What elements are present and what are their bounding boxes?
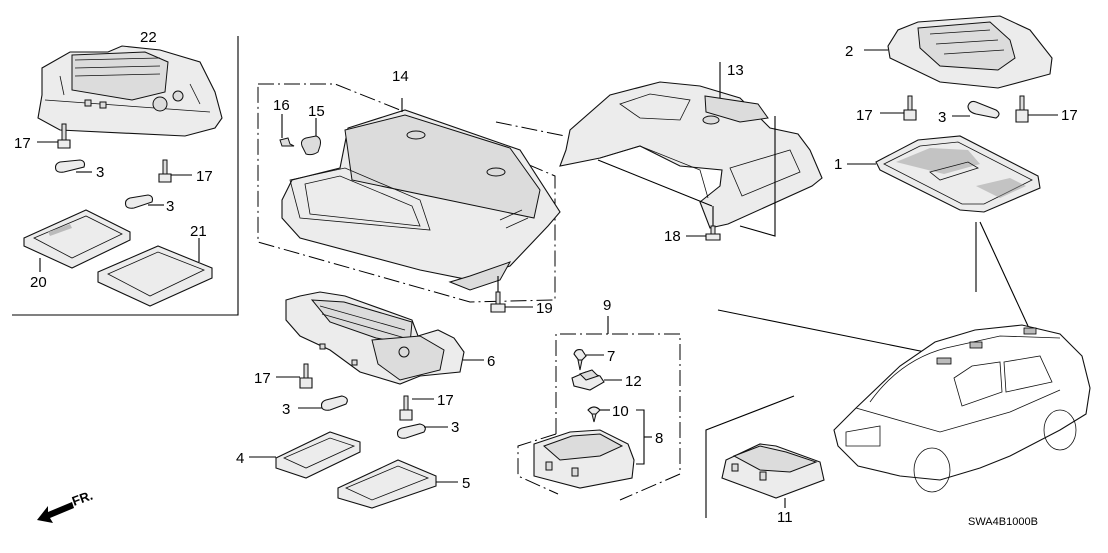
- callout-3[interactable]: 3: [282, 401, 290, 418]
- callout-3[interactable]: 3: [451, 419, 459, 436]
- callout-16[interactable]: 16: [273, 97, 290, 114]
- part-14-map-light: [281, 98, 561, 291]
- vehicle-illustration: [717, 309, 1091, 493]
- screw-16: [279, 114, 295, 147]
- clip-10: [587, 406, 610, 423]
- part-2-room-light-base: [864, 15, 1053, 89]
- grommet-15: [301, 118, 321, 156]
- callout-17[interactable]: 17: [254, 370, 271, 387]
- part-22-roof-light: [37, 45, 223, 137]
- callout-3[interactable]: 3: [166, 198, 174, 215]
- part-11-console-light: [721, 443, 825, 508]
- callout-5[interactable]: 5: [462, 475, 470, 492]
- part-1-room-light-lens: [847, 135, 1041, 327]
- bulb-3c: [952, 100, 1000, 119]
- callout-20[interactable]: 20: [30, 274, 47, 291]
- lens-20: [23, 209, 131, 272]
- bolt-19: [490, 276, 533, 313]
- bulb-3d: [396, 423, 448, 439]
- screw-7: [573, 348, 604, 371]
- bolt-17e: [276, 363, 313, 389]
- front-direction-label: FR.: [70, 488, 95, 509]
- part-9-frame: [517, 316, 681, 501]
- callout-4[interactable]: 4: [236, 450, 244, 467]
- callout-13[interactable]: 13: [727, 62, 744, 79]
- lens-21: [97, 238, 213, 307]
- callout-17[interactable]: 17: [196, 168, 213, 185]
- callout-7[interactable]: 7: [607, 348, 615, 365]
- part-14-frame: [257, 83, 566, 303]
- bulb-3e: [298, 395, 348, 411]
- callout-12[interactable]: 12: [625, 373, 642, 390]
- callout-6[interactable]: 6: [487, 353, 495, 370]
- callout-19[interactable]: 19: [536, 300, 553, 317]
- callout-17[interactable]: 17: [856, 107, 873, 124]
- diagram-code: SWA4B1000B: [968, 516, 1038, 528]
- callout-15[interactable]: 15: [308, 103, 325, 120]
- bolt-17d: [1015, 95, 1058, 123]
- lens-4: [249, 431, 361, 479]
- callout-21[interactable]: 21: [190, 223, 207, 240]
- part-13-bracket: [559, 62, 823, 237]
- callout-14[interactable]: 14: [392, 68, 409, 85]
- callout-17[interactable]: 17: [437, 392, 454, 409]
- front-direction-arrow-icon: FR.: [37, 488, 95, 523]
- clip-18: [686, 225, 721, 241]
- callout-17[interactable]: 17: [14, 135, 31, 152]
- switch-12: [571, 369, 622, 391]
- callout-10[interactable]: 10: [612, 403, 629, 420]
- bolt-17a: [37, 123, 71, 149]
- callout-17[interactable]: 17: [1061, 107, 1078, 124]
- callout-2[interactable]: 2: [845, 43, 853, 60]
- callout-9[interactable]: 9: [603, 297, 611, 314]
- bulb-3b: [124, 194, 164, 209]
- callout-22[interactable]: 22: [140, 29, 157, 46]
- lens-5: [337, 459, 458, 509]
- left-frame: [12, 36, 239, 316]
- callout-18[interactable]: 18: [664, 228, 681, 245]
- callout-3[interactable]: 3: [96, 164, 104, 181]
- part-8-console-light-housing: [533, 409, 652, 489]
- callout-3[interactable]: 3: [938, 109, 946, 126]
- callout-1[interactable]: 1: [834, 156, 842, 173]
- bolt-17c: [880, 95, 917, 121]
- callout-8[interactable]: 8: [655, 430, 663, 447]
- bolt-17f: [399, 395, 434, 421]
- part-11-frame: [705, 395, 795, 518]
- callout-11[interactable]: 11: [777, 509, 793, 526]
- bulb-3a: [54, 159, 92, 173]
- part-6-map-light-housing: [285, 291, 484, 385]
- bolt-17b: [158, 159, 192, 183]
